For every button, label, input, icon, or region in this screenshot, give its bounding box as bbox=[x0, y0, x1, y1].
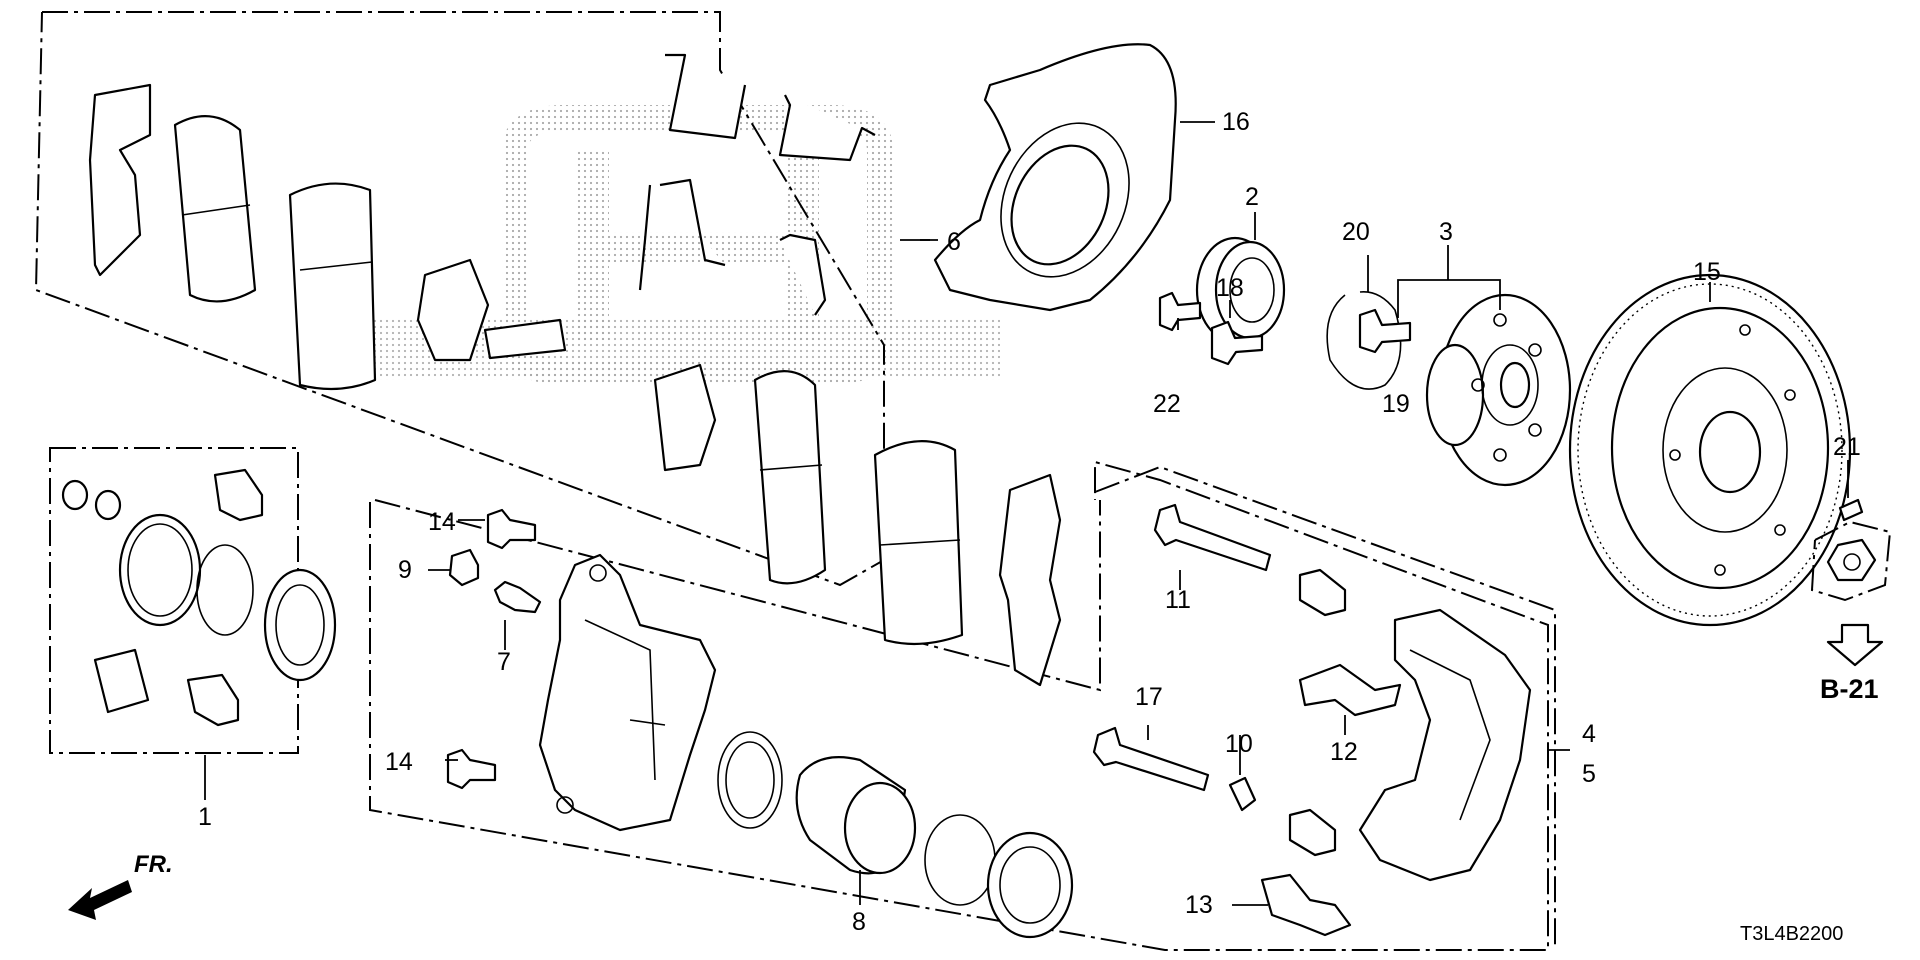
pad-set-outline bbox=[34, 11, 885, 587]
callout-21: 21 bbox=[1833, 433, 1861, 461]
callout-10: 10 bbox=[1225, 730, 1253, 758]
caliper-hardware bbox=[446, 508, 542, 790]
pad-clips bbox=[1260, 663, 1402, 937]
caliper-outline bbox=[369, 460, 1549, 951]
pad-wear-indicator bbox=[416, 258, 490, 362]
callout-1: 1 bbox=[198, 803, 212, 831]
piston-and-seals bbox=[717, 731, 1074, 939]
callout-19: 19 bbox=[1382, 390, 1410, 418]
seal-kit bbox=[61, 468, 337, 727]
callout-6: 6 bbox=[947, 228, 961, 256]
snap-ring bbox=[1326, 291, 1402, 390]
caliper-bracket bbox=[1358, 608, 1532, 882]
brake-pads-upper bbox=[88, 83, 567, 391]
guide-pins bbox=[1092, 503, 1347, 857]
pad-shim-outer bbox=[88, 83, 152, 277]
callout-13: 13 bbox=[1185, 891, 1213, 919]
leader-lines bbox=[204, 121, 1849, 906]
callout-17: 17 bbox=[1135, 683, 1163, 711]
brake-rotor bbox=[1568, 273, 1852, 627]
caliper-inner-outline bbox=[374, 499, 1101, 692]
pad-shim-small bbox=[483, 318, 567, 360]
reference-label: B-21 bbox=[1820, 674, 1879, 704]
pad-shim-rear bbox=[998, 473, 1062, 687]
bracket-outline bbox=[1094, 465, 1556, 950]
front-direction-indicator: FR. bbox=[68, 851, 173, 920]
pad-shim-mid bbox=[653, 363, 717, 472]
pad-outer bbox=[173, 115, 257, 303]
callout-14-upper: 14 bbox=[428, 508, 456, 536]
part-callouts: 1 2 3 4 5 6 7 8 9 10 11 12 13 14 14 15 1… bbox=[198, 108, 1861, 936]
callout-16: 16 bbox=[1222, 108, 1250, 136]
callout-12: 12 bbox=[1330, 738, 1358, 766]
hub-bearing bbox=[1195, 236, 1286, 344]
wheel-hub bbox=[1425, 293, 1572, 487]
callout-18: 18 bbox=[1216, 274, 1244, 302]
callout-14-lower: 14 bbox=[385, 748, 413, 776]
brake-pads-lower bbox=[653, 363, 1062, 687]
small-bolts bbox=[1158, 291, 1412, 366]
pad-mid-outer bbox=[753, 370, 827, 585]
reference-arrow-icon bbox=[1826, 623, 1884, 667]
pad-retainer-clips bbox=[638, 53, 876, 316]
callout-9: 9 bbox=[398, 556, 412, 584]
callout-20: 20 bbox=[1342, 218, 1370, 246]
callout-2: 2 bbox=[1245, 183, 1259, 211]
callout-7: 7 bbox=[497, 648, 511, 676]
callout-15: 15 bbox=[1693, 258, 1721, 286]
callout-8: 8 bbox=[852, 908, 866, 936]
callout-22: 22 bbox=[1153, 390, 1181, 418]
caliper-body bbox=[538, 553, 717, 832]
diagram-code: T3L4B2200 bbox=[1740, 923, 1843, 945]
callout-5: 5 bbox=[1582, 760, 1596, 788]
splash-shield bbox=[933, 43, 1177, 312]
callout-11: 11 bbox=[1165, 586, 1191, 614]
front-direction-label: FR. bbox=[134, 851, 173, 878]
rotor-screw-and-nut bbox=[1810, 498, 1892, 667]
front-arrow-icon bbox=[68, 880, 132, 920]
pad-inner bbox=[288, 182, 377, 391]
callout-4: 4 bbox=[1582, 720, 1596, 748]
callout-3: 3 bbox=[1439, 218, 1453, 246]
